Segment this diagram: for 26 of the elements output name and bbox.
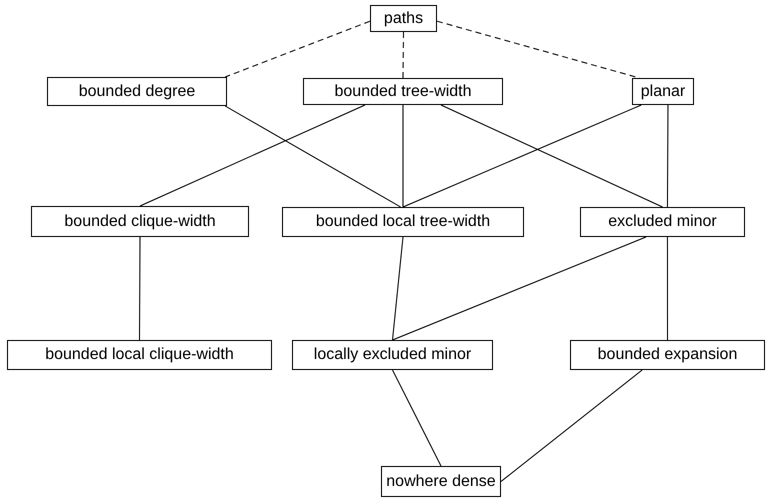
dashed-line bbox=[224, 20, 370, 78]
node-box: paths bbox=[370, 5, 437, 32]
connector-line bbox=[140, 104, 366, 206]
connector-line bbox=[666, 236, 668, 340]
node-box: bounded tree-width bbox=[303, 78, 503, 105]
node-box: bounded expansion bbox=[570, 340, 765, 370]
connector-line bbox=[139, 236, 140, 340]
connector-line bbox=[500, 370, 643, 482]
connector-line bbox=[224, 106, 402, 208]
connector-line bbox=[402, 104, 404, 208]
connector-line bbox=[392, 236, 404, 340]
node-box: planar bbox=[632, 78, 694, 105]
dashed-line bbox=[436, 20, 640, 78]
node-box: bounded degree bbox=[47, 77, 227, 106]
connector-line bbox=[666, 104, 668, 208]
connector-line bbox=[392, 236, 646, 340]
node-box: bounded clique-width bbox=[31, 206, 249, 237]
node-box: excluded minor bbox=[580, 207, 745, 237]
node-box: nowhere dense bbox=[381, 466, 501, 497]
connector-line bbox=[440, 104, 663, 208]
node-box: bounded local clique-width bbox=[7, 340, 272, 370]
connector-line bbox=[392, 370, 442, 466]
node-box: bounded local tree-width bbox=[282, 207, 524, 237]
dashed-line bbox=[402, 32, 404, 78]
connector-line bbox=[402, 104, 642, 208]
node-box: locally excluded minor bbox=[292, 340, 493, 370]
